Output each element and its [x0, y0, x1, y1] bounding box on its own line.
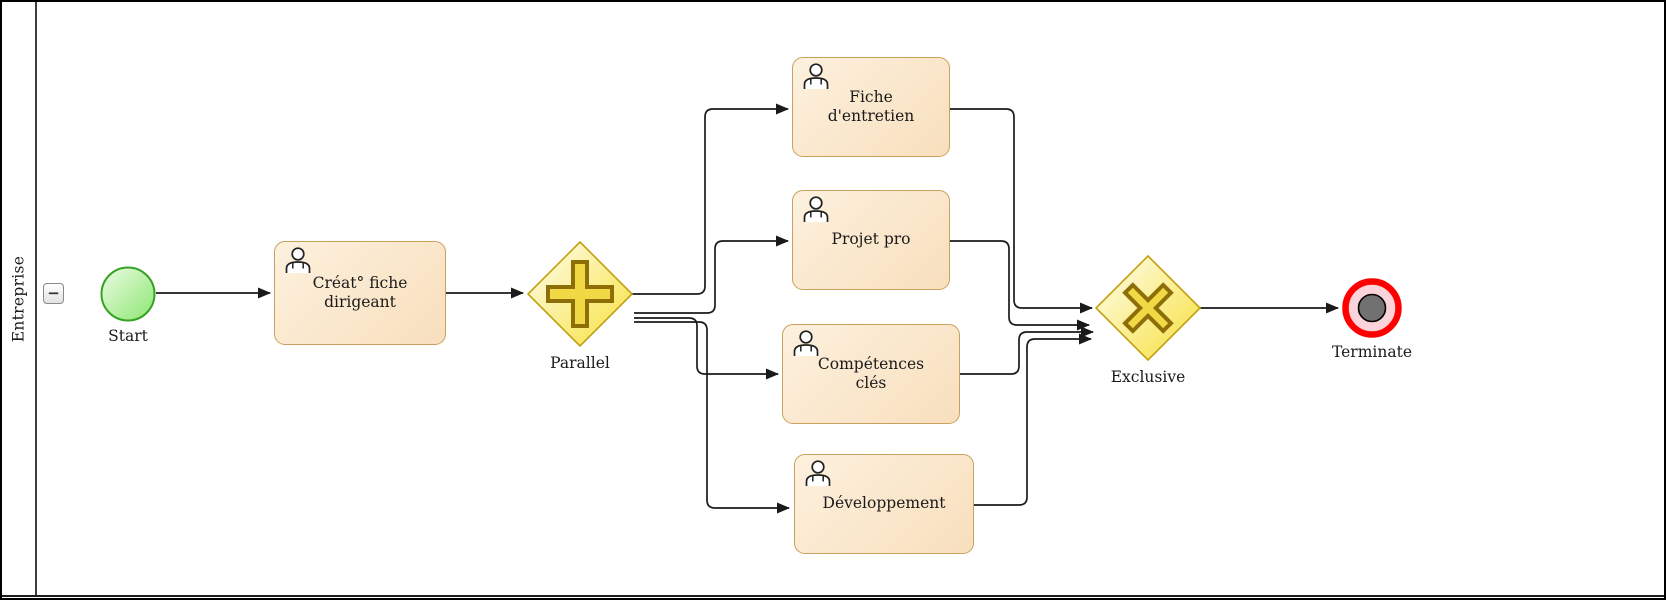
collapse-button[interactable]: −	[43, 283, 64, 304]
flow-developpement-to-exclusive	[974, 333, 1092, 506]
pool-bottom-border	[2, 595, 1664, 597]
exclusive-gateway-label: Exclusive	[1110, 368, 1186, 386]
task-label: Développement	[822, 494, 946, 513]
minus-icon: −	[47, 284, 60, 302]
task-label: Compétences clés	[817, 354, 925, 392]
flow-projet-to-exclusive	[950, 240, 1090, 331]
task-label: Projet pro	[831, 230, 911, 249]
parallel-gateway[interactable]	[526, 240, 634, 348]
flow-parallel-to-projet	[634, 235, 789, 314]
user-icon	[285, 247, 311, 273]
terminate-inner-circle	[1357, 293, 1387, 323]
user-icon	[803, 63, 829, 89]
flow-parallel-to-competences	[634, 317, 779, 380]
flow-fiche-to-exclusive	[950, 108, 1093, 314]
user-icon	[793, 330, 819, 356]
start-event[interactable]	[100, 266, 156, 322]
terminate-event[interactable]	[1342, 278, 1402, 338]
user-icon	[803, 196, 829, 222]
user-icon	[805, 460, 831, 486]
parallel-gateway-label: Parallel	[550, 354, 610, 372]
pool-header-divider	[35, 2, 37, 595]
parallel-plus-icon	[546, 260, 614, 328]
task-label: Créat° fiche dirigeant	[312, 273, 408, 311]
flow-parallel-to-developpement	[634, 321, 790, 514]
task-creation-fiche-dirigeant[interactable]: Créat° fiche dirigeant	[274, 241, 446, 345]
terminate-event-label: Terminate	[1332, 343, 1412, 361]
exclusive-gateway[interactable]	[1094, 254, 1202, 362]
exclusive-x-icon	[1122, 282, 1174, 334]
task-projet-pro[interactable]: Projet pro	[792, 190, 950, 290]
task-label: Fiche d'entretien	[827, 87, 915, 125]
flow-competences-to-exclusive	[960, 326, 1094, 375]
task-developpement[interactable]: Développement	[794, 454, 974, 554]
task-fiche-entretien[interactable]: Fiche d'entretien	[792, 57, 950, 157]
flow-parallel-to-fiche	[632, 103, 789, 295]
task-competences-cles[interactable]: Compétences clés	[782, 324, 960, 424]
start-event-label: Start	[108, 327, 148, 345]
